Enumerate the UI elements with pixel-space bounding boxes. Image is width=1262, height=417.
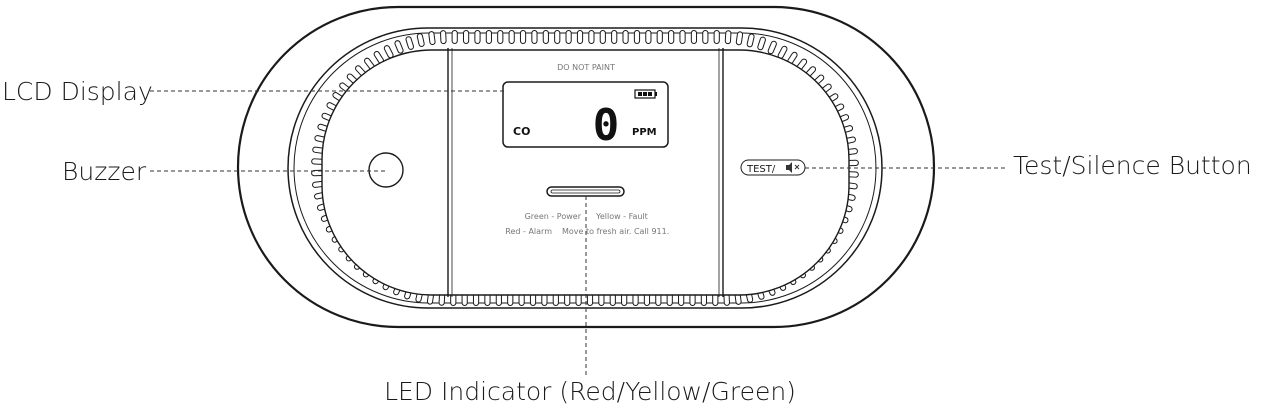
vent-slot — [462, 30, 470, 44]
vent-slot — [451, 30, 458, 44]
vent-slot — [767, 40, 777, 55]
vent-slot — [394, 40, 404, 54]
vent-slot — [508, 30, 515, 44]
vent-slot — [702, 30, 709, 44]
vent-slot — [713, 30, 720, 44]
test-silence-button[interactable]: TEST/ — [740, 159, 806, 176]
lcd-unit: PPM — [632, 127, 657, 138]
vent-slot — [588, 30, 595, 44]
vent-slot — [757, 36, 766, 51]
callout-test-silence: Test/Silence Button — [1013, 151, 1252, 180]
vent-slot — [497, 30, 504, 44]
legend-yellow: Yellow - Fault — [595, 212, 648, 221]
legend-green: Green - Power — [525, 212, 582, 221]
battery-icon — [634, 89, 657, 99]
callout-led-indicator: LED Indicator (Red/Yellow/Green) — [384, 377, 796, 406]
vent-slot — [416, 33, 425, 47]
vent-slot — [576, 30, 584, 44]
vent-slot — [474, 30, 481, 44]
speaker-mute-icon — [786, 162, 800, 173]
vent-slot — [679, 30, 686, 44]
led-indicator-bar — [546, 186, 625, 197]
do-not-paint-text: DO NOT PAINT — [557, 63, 615, 72]
vent-slot — [645, 30, 652, 44]
vent-slot — [485, 30, 492, 44]
vent-slot — [668, 30, 675, 44]
vent-slot — [735, 31, 744, 46]
vent-slot — [656, 30, 663, 44]
vent-slot — [565, 30, 572, 44]
vent-slot — [428, 31, 436, 46]
lcd-gas-label: CO — [513, 125, 530, 138]
vent-slot — [690, 30, 698, 44]
callout-buzzer: Buzzer — [62, 157, 147, 186]
lcd-reading: 0 — [593, 100, 620, 151]
vent-slot — [440, 30, 447, 45]
vent-slot — [724, 30, 732, 45]
vent-slot — [519, 30, 527, 44]
callout-lcd-display: LCD Display — [2, 77, 153, 106]
vent-slot — [531, 30, 538, 44]
legend-fresh-air: Move to fresh air. Call 911. — [562, 227, 669, 236]
vent-slot — [554, 30, 561, 44]
buzzer — [368, 152, 404, 188]
vent-slot — [405, 36, 415, 50]
vent-slot — [542, 30, 549, 44]
lcd-screen — [502, 81, 669, 148]
test-button-label: TEST/ — [746, 164, 776, 175]
vent-slot — [746, 33, 755, 48]
vent-slot — [633, 30, 641, 44]
legend-red: Red - Alarm — [505, 227, 552, 236]
vent-slot — [599, 30, 606, 44]
vent-slot — [622, 30, 629, 44]
vent-slot — [611, 30, 618, 44]
